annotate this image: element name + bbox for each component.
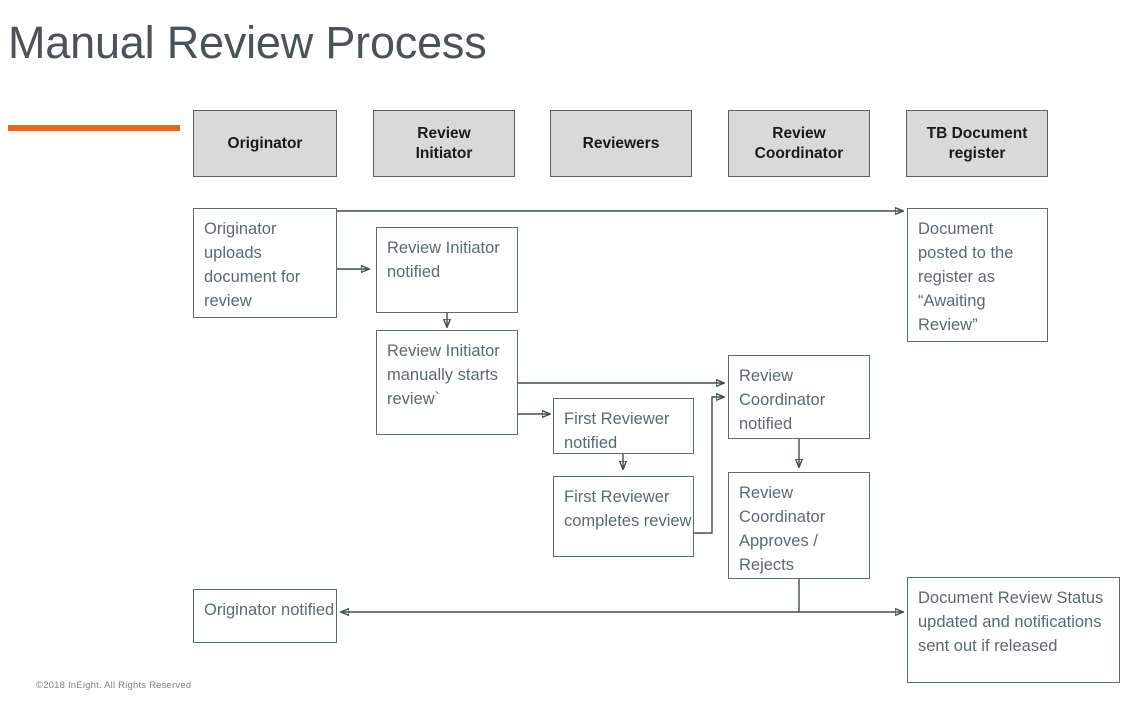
lane-header-label: Reviewers (582, 134, 660, 152)
copyright-footer: ©2018 InEight. All Rights Reserved (36, 680, 192, 691)
process-box-status-updated[interactable]: Document Review Status updated and notif… (907, 577, 1120, 683)
process-box-label: Document Review Status updated and notif… (918, 589, 1104, 655)
process-box-label: First Reviewer notified (564, 410, 670, 452)
page-title: Manual Review Process (8, 17, 487, 68)
process-box-label: First Reviewer completes review (564, 488, 692, 530)
process-box-originator-uploads[interactable]: Originator uploads document for review (193, 208, 337, 318)
process-box-coordinator-notified[interactable]: Review Coordinator notified (728, 355, 870, 439)
process-box-label: Review Coordinator Approves / Rejects (739, 484, 826, 574)
lane-header-label: Originator (227, 134, 303, 152)
process-box-first-reviewer-notified[interactable]: First Reviewer notified (553, 398, 694, 454)
process-box-first-reviewer-completes[interactable]: First Reviewer completes review (553, 476, 694, 557)
process-box-coordinator-approves[interactable]: Review Coordinator Approves / Rejects (728, 472, 870, 579)
process-box-originator-notified[interactable]: Originator notified (193, 589, 337, 643)
process-box-label: Review Initiator notified (387, 239, 500, 281)
process-box-label: Review Coordinator notified (739, 367, 826, 433)
process-box-label: Originator uploads document for review (204, 220, 301, 310)
process-box-document-posted[interactable]: Document posted to the register as “Awai… (907, 208, 1048, 342)
process-box-label: Document posted to the register as “Awai… (918, 220, 1014, 334)
process-box-label: Review Initiator manually starts review` (387, 342, 500, 408)
process-box-initiator-starts-review[interactable]: Review Initiator manually starts review` (376, 330, 518, 435)
process-box-initiator-notified[interactable]: Review Initiator notified (376, 227, 518, 313)
lane-header-reviewers: Reviewers (550, 110, 692, 177)
process-box-label: Originator notified (204, 601, 335, 619)
title-accent-bar (8, 125, 180, 131)
lane-header-originator: Originator (193, 110, 337, 177)
